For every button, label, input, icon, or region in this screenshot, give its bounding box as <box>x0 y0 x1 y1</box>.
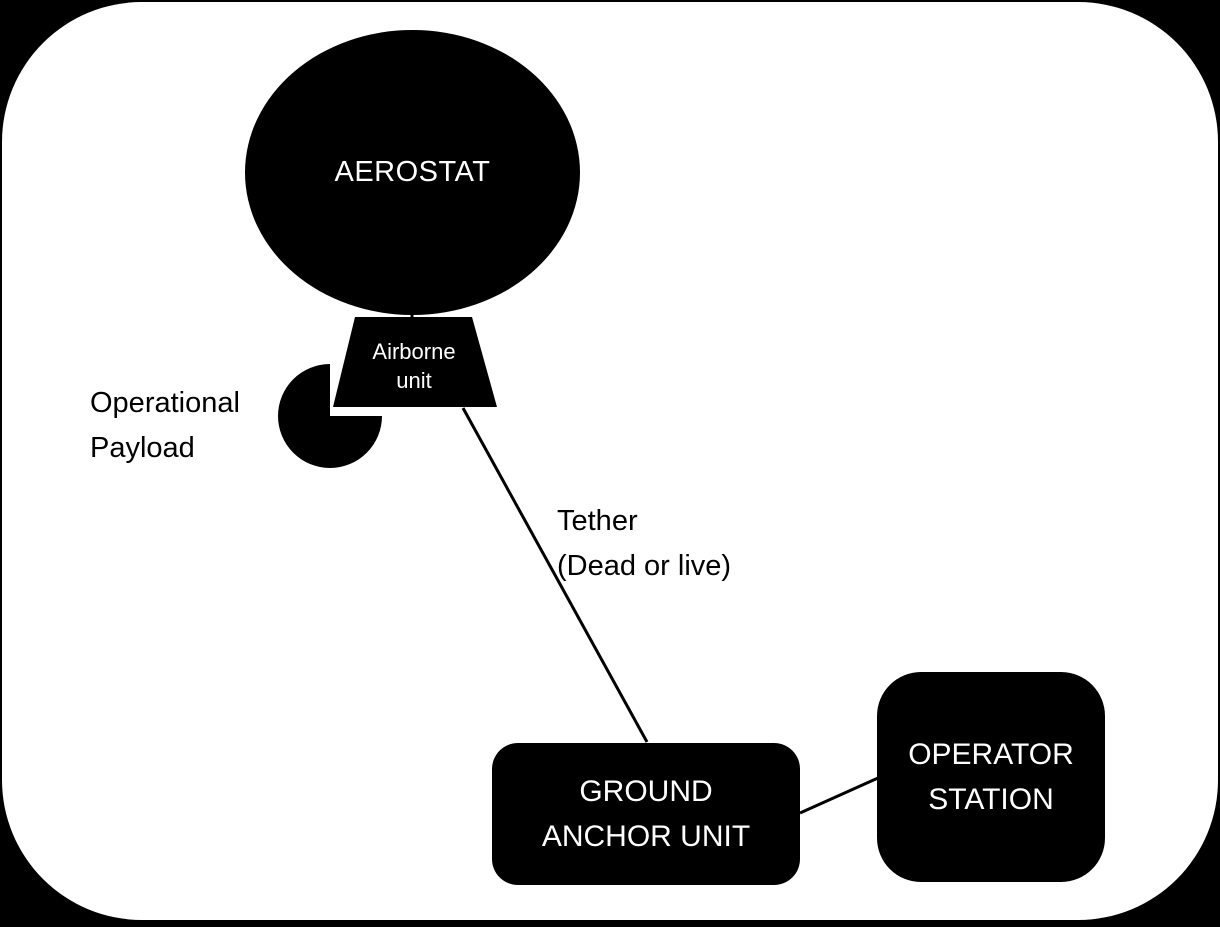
ground-anchor-unit-label-line2: ANCHOR UNIT <box>541 820 751 853</box>
airborne-unit-label: Airborne unit <box>340 337 488 395</box>
ground-anchor-unit-node: GROUND ANCHOR UNIT <box>492 743 800 885</box>
tether-label-line2: (Dead or live) <box>557 550 732 582</box>
operational-payload-label-line2: Payload <box>90 432 195 464</box>
airborne-unit-label-line2: unit <box>396 368 432 393</box>
operator-station-label-line2: STATION <box>928 783 1054 816</box>
aerostat-label: AEROSTAT <box>334 156 491 188</box>
aerostat-node: AEROSTAT <box>245 30 580 315</box>
airborne-unit-label-line1: Airborne <box>372 339 456 364</box>
tether-label-line1: Tether <box>557 505 638 537</box>
tether-label: Tether (Dead or live) <box>557 499 731 589</box>
ground-anchor-unit-label-line1: GROUND <box>579 775 713 808</box>
operational-payload-label-line1: Operational <box>90 387 240 419</box>
operational-payload-label: Operational Payload <box>90 381 240 471</box>
operator-station-label-line1: OPERATOR <box>908 738 1074 771</box>
operator-station-node: OPERATOR STATION <box>877 672 1105 882</box>
